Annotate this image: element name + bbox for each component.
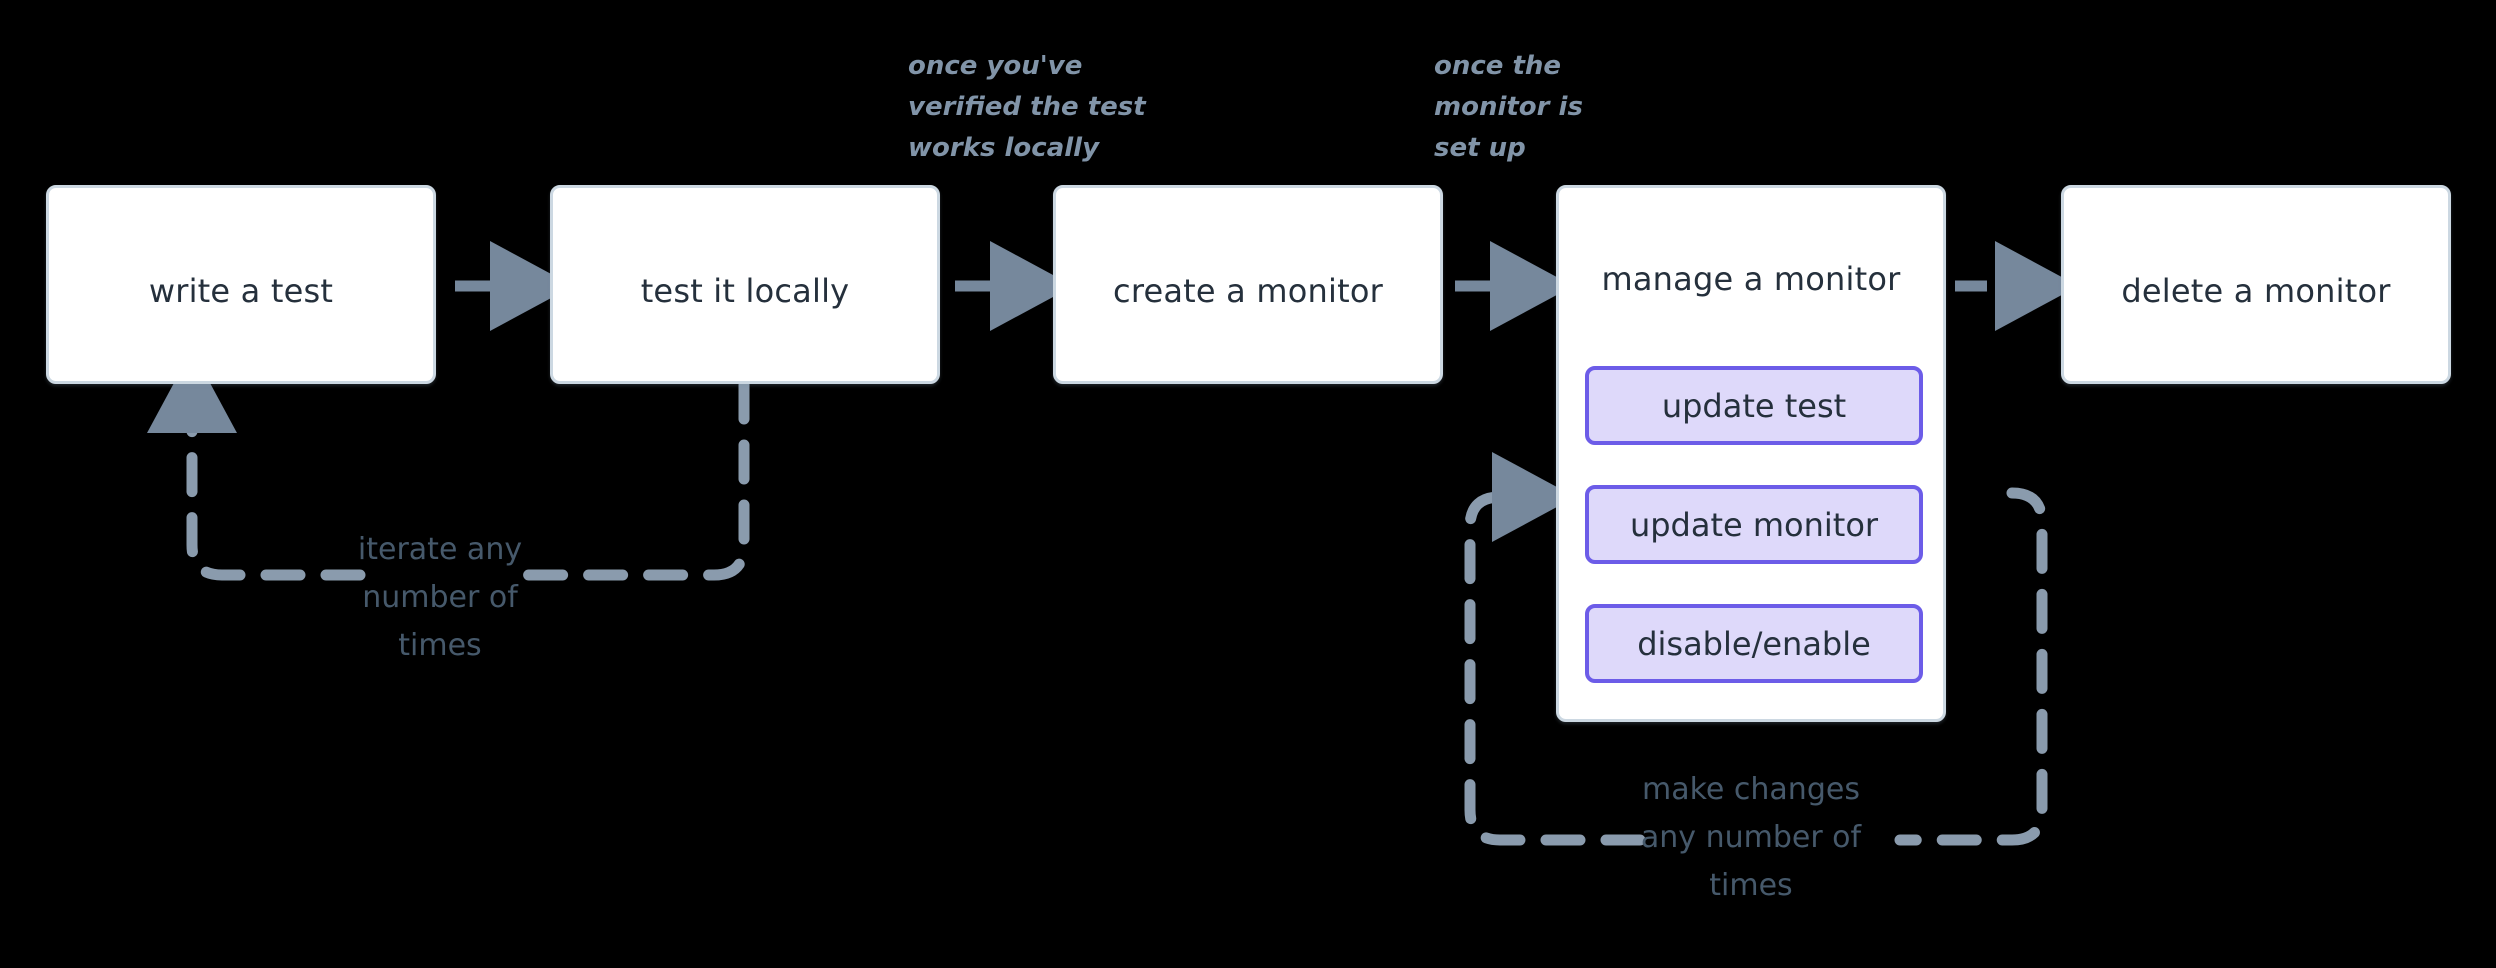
- node-create-a-monitor[interactable]: create a monitor: [1053, 185, 1443, 384]
- loop-label-make-changes: make changes any number of times: [1640, 772, 1862, 903]
- sub-box-update-monitor[interactable]: update monitor: [1585, 485, 1923, 564]
- node-label-test-it-locally: test it locally: [640, 272, 850, 310]
- edge-note-verified: once you've verified the test works loca…: [908, 51, 1146, 163]
- loop-label-iterate: iterate any number of times: [357, 532, 523, 663]
- node-label-manage-a-monitor: manage a monitor: [1601, 260, 1901, 298]
- node-write-a-test[interactable]: write a test: [46, 185, 436, 384]
- node-test-it-locally[interactable]: test it locally: [550, 185, 940, 384]
- node-label-create-a-monitor: create a monitor: [1113, 272, 1383, 310]
- node-delete-a-monitor[interactable]: delete a monitor: [2061, 185, 2451, 384]
- sub-box-update-test[interactable]: update test: [1585, 366, 1923, 445]
- connector-make-changes-loop: [1464, 451, 2048, 846]
- node-manage-a-monitor[interactable]: manage a monitor update test update moni…: [1556, 185, 1946, 722]
- node-label-delete-a-monitor: delete a monitor: [2121, 272, 2391, 310]
- connector-iterate-loop: [146, 349, 750, 581]
- node-label-write-a-test: write a test: [148, 272, 334, 310]
- sub-box-disable-enable[interactable]: disable/enable: [1585, 604, 1923, 683]
- edge-note-setup: once the monitor is set up: [1434, 51, 1583, 163]
